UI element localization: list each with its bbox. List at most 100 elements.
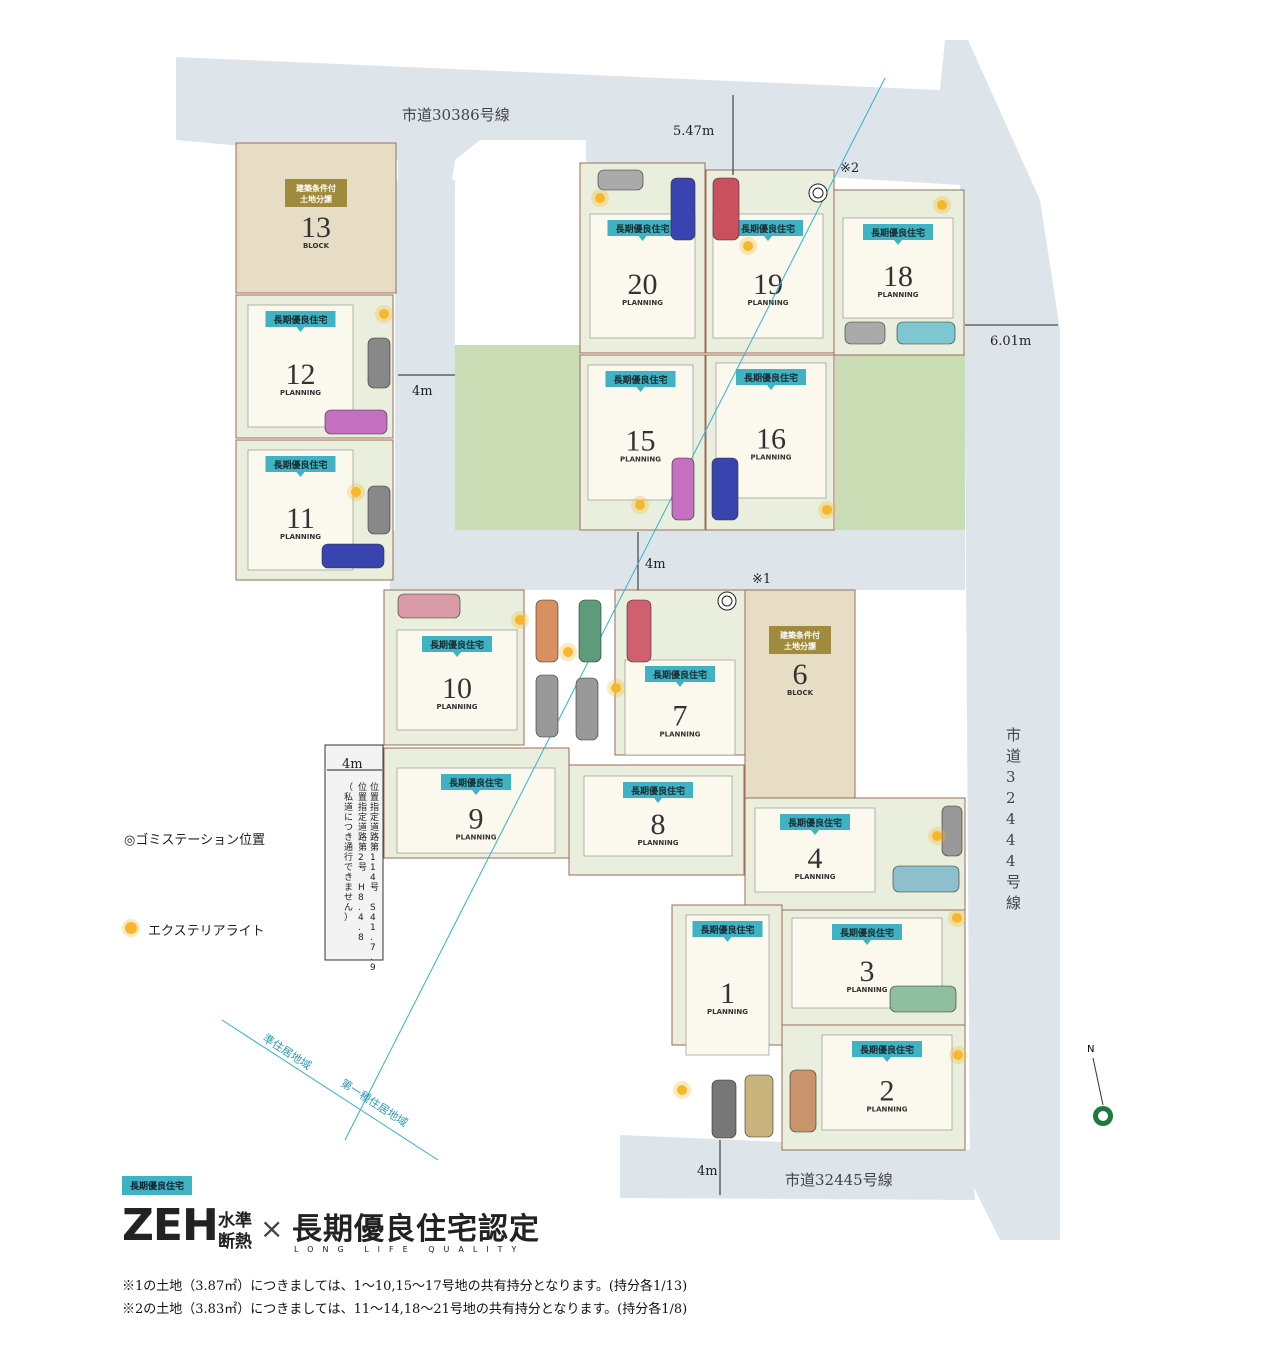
long-life-badge-text: 長期優良住宅	[788, 817, 842, 829]
zeh-side-bottom: 断熱	[218, 1232, 252, 1252]
car-icon	[670, 177, 696, 241]
long-life-badge-text: 長期優良住宅	[744, 372, 798, 384]
house-footprint	[396, 629, 518, 731]
exterior-light-icon	[953, 1050, 963, 1060]
lot-sub-label: PLANNING	[867, 1106, 908, 1114]
exterior-light-icon	[937, 200, 947, 210]
car-icon	[896, 321, 956, 345]
long-life-badge-text: 長期優良住宅	[860, 1044, 914, 1056]
lot-sub-label: BLOCK	[787, 689, 814, 697]
lot-number: 15	[626, 425, 656, 458]
car-icon	[397, 593, 461, 619]
long-life-badge-text: 長期優良住宅	[871, 227, 925, 239]
legend-garbage: ◎ゴミステーション位置	[124, 833, 266, 848]
long-life-badge	[441, 774, 511, 790]
car-icon	[844, 321, 886, 345]
exterior-light-icon	[952, 913, 962, 923]
bearing-lines	[221, 77, 886, 1161]
brand-subtitle: LONG LIFE QUALITY	[294, 1245, 526, 1254]
exterior-light-icon	[125, 922, 137, 934]
long-life-badge-text: 長期優良住宅	[631, 785, 685, 797]
long-life-badge-text: 長期優良住宅	[430, 639, 484, 651]
long-life-badge	[422, 636, 492, 652]
green-west	[455, 345, 580, 530]
parked-cars	[321, 169, 963, 1139]
long-life-badge	[605, 371, 676, 387]
long-life-badge-text: 長期優良住宅	[700, 924, 754, 936]
lot-number: 13	[301, 211, 331, 244]
marker-1-label: ※1	[752, 572, 771, 587]
note-1: ※1の土地（3.87㎡）につきましては、1～10,15～17号地の共有持分となり…	[122, 1279, 688, 1294]
long-life-badge	[780, 814, 850, 830]
lot-number: 12	[286, 358, 316, 391]
garbage-station-icon	[808, 183, 828, 203]
lot-number: 11	[286, 502, 315, 535]
car-icon	[892, 865, 960, 893]
dim-label-4m-west: 4m	[412, 384, 433, 399]
long-life-badge-text: 長期優良住宅	[449, 777, 503, 789]
car-icon	[889, 985, 957, 1013]
road-label-north: 市道30386号線	[402, 106, 510, 124]
exterior-light-icon	[611, 683, 621, 693]
road-label-south: 市道32445号線	[785, 1171, 893, 1189]
long-life-badge	[623, 782, 693, 798]
compass: N	[1087, 1044, 1113, 1126]
long-life-badge-text: 長期優良住宅	[273, 459, 327, 471]
lot-shapes: 建築条件付土地分譲13BLOCK長期優良住宅12PLANNING長期優良住宅11…	[235, 142, 966, 1151]
long-life-badge	[832, 924, 902, 940]
lot-sub-label: PLANNING	[707, 1008, 748, 1016]
lot-number: 19	[753, 268, 783, 301]
long-life-badge	[265, 311, 336, 327]
long-life-badge	[645, 666, 715, 682]
block-badge-text: 建築条件付	[779, 630, 820, 640]
lot-sub-label: PLANNING	[660, 731, 701, 739]
exterior-light-icon	[677, 1085, 687, 1095]
car-icon	[941, 805, 963, 857]
block-badge-text: 土地分譲	[300, 194, 333, 204]
road-center	[390, 530, 965, 590]
legend-light: エクステリアライト	[148, 924, 265, 939]
lot-sub-label: PLANNING	[622, 299, 663, 307]
long-life-badge	[607, 220, 678, 236]
dimension-lines	[327, 95, 1058, 1195]
lot-sub-label: PLANNING	[620, 456, 661, 464]
lot-number: 10	[442, 672, 472, 705]
brand-title: 長期優良住宅認定	[292, 1212, 540, 1247]
long-life-badge-text: 長期優良住宅	[840, 927, 894, 939]
long-life-badge-text: 長期優良住宅	[615, 223, 669, 235]
brand-badge: 長期優良住宅	[122, 1176, 193, 1195]
private-road-text: （私道につき通行できません）	[344, 782, 353, 923]
lot-number: 2	[880, 1075, 895, 1108]
lot-number: 9	[469, 803, 484, 836]
brand-block: 長期優良住宅 ZEH 水準 断熱 × 長期優良住宅認定 LONG LIFE QU…	[122, 1172, 582, 1262]
car-icon	[711, 457, 739, 521]
times-sign: ×	[260, 1212, 284, 1245]
lot-sub-label: PLANNING	[748, 299, 789, 307]
car-icon	[578, 599, 602, 663]
long-life-badge	[736, 369, 806, 385]
zone-label-a: 準住居地域	[260, 1031, 314, 1073]
block-badge	[285, 179, 347, 207]
long-life-badge	[692, 921, 763, 937]
car-icon	[367, 337, 391, 389]
dim-label-4m-private: 4m	[342, 757, 363, 772]
lot-number: 6	[793, 658, 808, 691]
dim-label-601: 6.01m	[990, 334, 1031, 349]
lot-number: 1	[720, 977, 735, 1010]
lot-number: 3	[860, 955, 875, 988]
lot-sub-label: PLANNING	[456, 834, 497, 842]
lot-sub-label: PLANNING	[751, 454, 792, 462]
exterior-light-icon	[351, 487, 361, 497]
long-life-badge-text: 長期優良住宅	[273, 314, 327, 326]
